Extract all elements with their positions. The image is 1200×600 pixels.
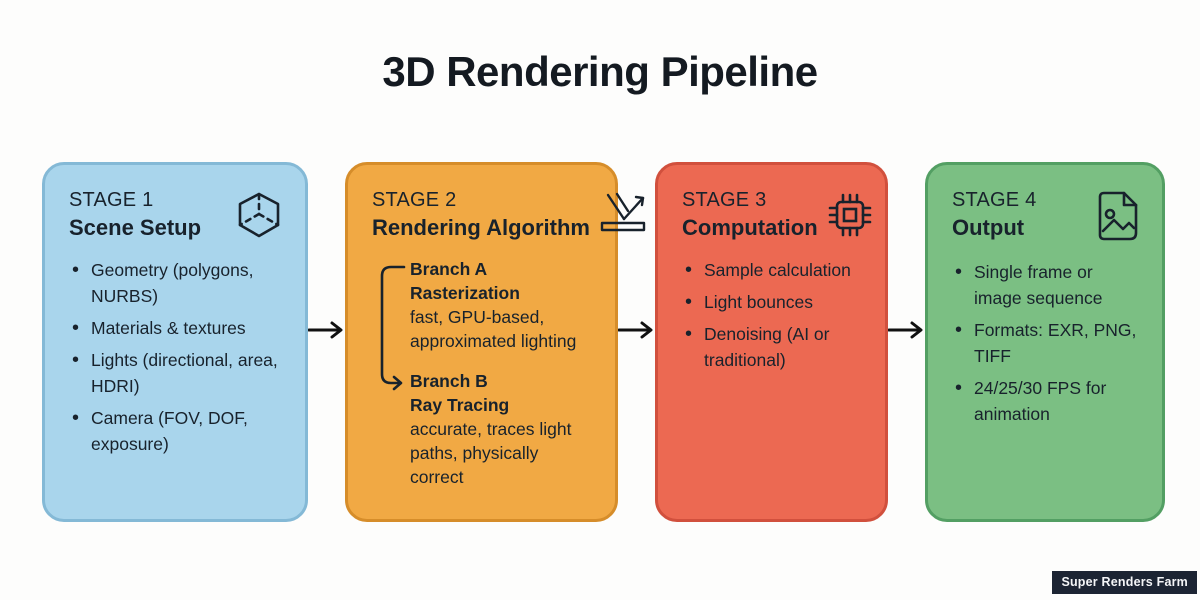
bullet-item: Materials & textures: [69, 315, 285, 341]
stage-2-header: STAGE 2 Rendering Algorithm: [372, 189, 646, 241]
bullet-item: Geometry (polygons, NURBS): [69, 257, 285, 309]
bullet-item: Lights (directional, area, HDRI): [69, 347, 285, 399]
stage-3-label: STAGE 3: [682, 189, 767, 211]
stage-1-name: Scene Setup: [69, 215, 202, 240]
branch-a-desc: fast, GPU-based, approximated lighting: [410, 307, 577, 351]
watermark-badge: Super Renders Farm: [1052, 571, 1197, 594]
branch-b-name: Ray Tracing: [410, 395, 510, 415]
bullet-item: Denoising (AI or traditional): [682, 321, 865, 373]
branch-b: Branch B Ray Tracing accurate, traces li…: [410, 369, 595, 489]
stage-4-name: Output: [952, 215, 1025, 240]
arrow-stage1-to-stage2: [308, 318, 345, 342]
stage-4-header: STAGE 4 Output: [952, 189, 1142, 243]
stage-3-card: STAGE 3 Computation Sample calculation L…: [655, 162, 888, 522]
pipeline-diagram: STAGE 1 Scene Setup Geometry (polygons, …: [42, 162, 1165, 522]
stage-3-bullets: Sample calculation Light bounces Denoisi…: [682, 257, 865, 373]
stage-1-card: STAGE 1 Scene Setup Geometry (polygons, …: [42, 162, 308, 522]
branch-b-desc: accurate, traces light paths, physically…: [410, 419, 572, 487]
page-title: 3D Rendering Pipeline: [382, 48, 818, 95]
arrow-stage2-to-stage3: [618, 318, 655, 342]
stage-2-branches: Branch A Rasterization fast, GPU-based, …: [374, 257, 595, 489]
branch-bracket-arrow: [380, 265, 406, 391]
stage-1-label: STAGE 1: [69, 189, 154, 211]
branch-b-label: Branch B: [410, 371, 488, 391]
stage-2-label: STAGE 2: [372, 189, 457, 211]
branch-a-name: Rasterization: [410, 283, 520, 303]
stage-4-bullets: Single frame or image sequence Formats: …: [952, 259, 1142, 427]
light-reflection-icon: [596, 189, 650, 235]
branch-a-label: Branch A: [410, 259, 488, 279]
stage-3-header: STAGE 3 Computation: [682, 189, 871, 241]
stage-2-name: Rendering Algorithm: [372, 215, 590, 240]
stage-3-name: Computation: [682, 215, 818, 240]
stage-4-card: STAGE 4 Output Single frame or image seq…: [925, 162, 1165, 522]
branch-a: Branch A Rasterization fast, GPU-based, …: [410, 257, 595, 353]
stage-2-card: STAGE 2 Rendering Algorithm Branch A: [345, 162, 646, 522]
bullet-item: Sample calculation: [682, 257, 865, 283]
arrow-stage3-to-stage4: [888, 318, 925, 342]
stage-1-header: STAGE 1 Scene Setup: [69, 189, 285, 241]
stage-1-bullets: Geometry (polygons, NURBS) Materials & t…: [69, 257, 285, 457]
bullet-item: Light bounces: [682, 289, 865, 315]
bullet-item: Formats: EXR, PNG, TIFF: [952, 317, 1142, 369]
cube-icon: [233, 189, 285, 241]
bullet-item: 24/25/30 FPS for animation: [952, 375, 1142, 427]
bullet-item: Single frame or image sequence: [952, 259, 1142, 311]
stage-4-label: STAGE 4: [952, 189, 1037, 211]
chip-icon: [824, 189, 876, 241]
bullet-item: Camera (FOV, DOF, exposure): [69, 405, 285, 457]
image-file-icon: [1096, 189, 1142, 243]
